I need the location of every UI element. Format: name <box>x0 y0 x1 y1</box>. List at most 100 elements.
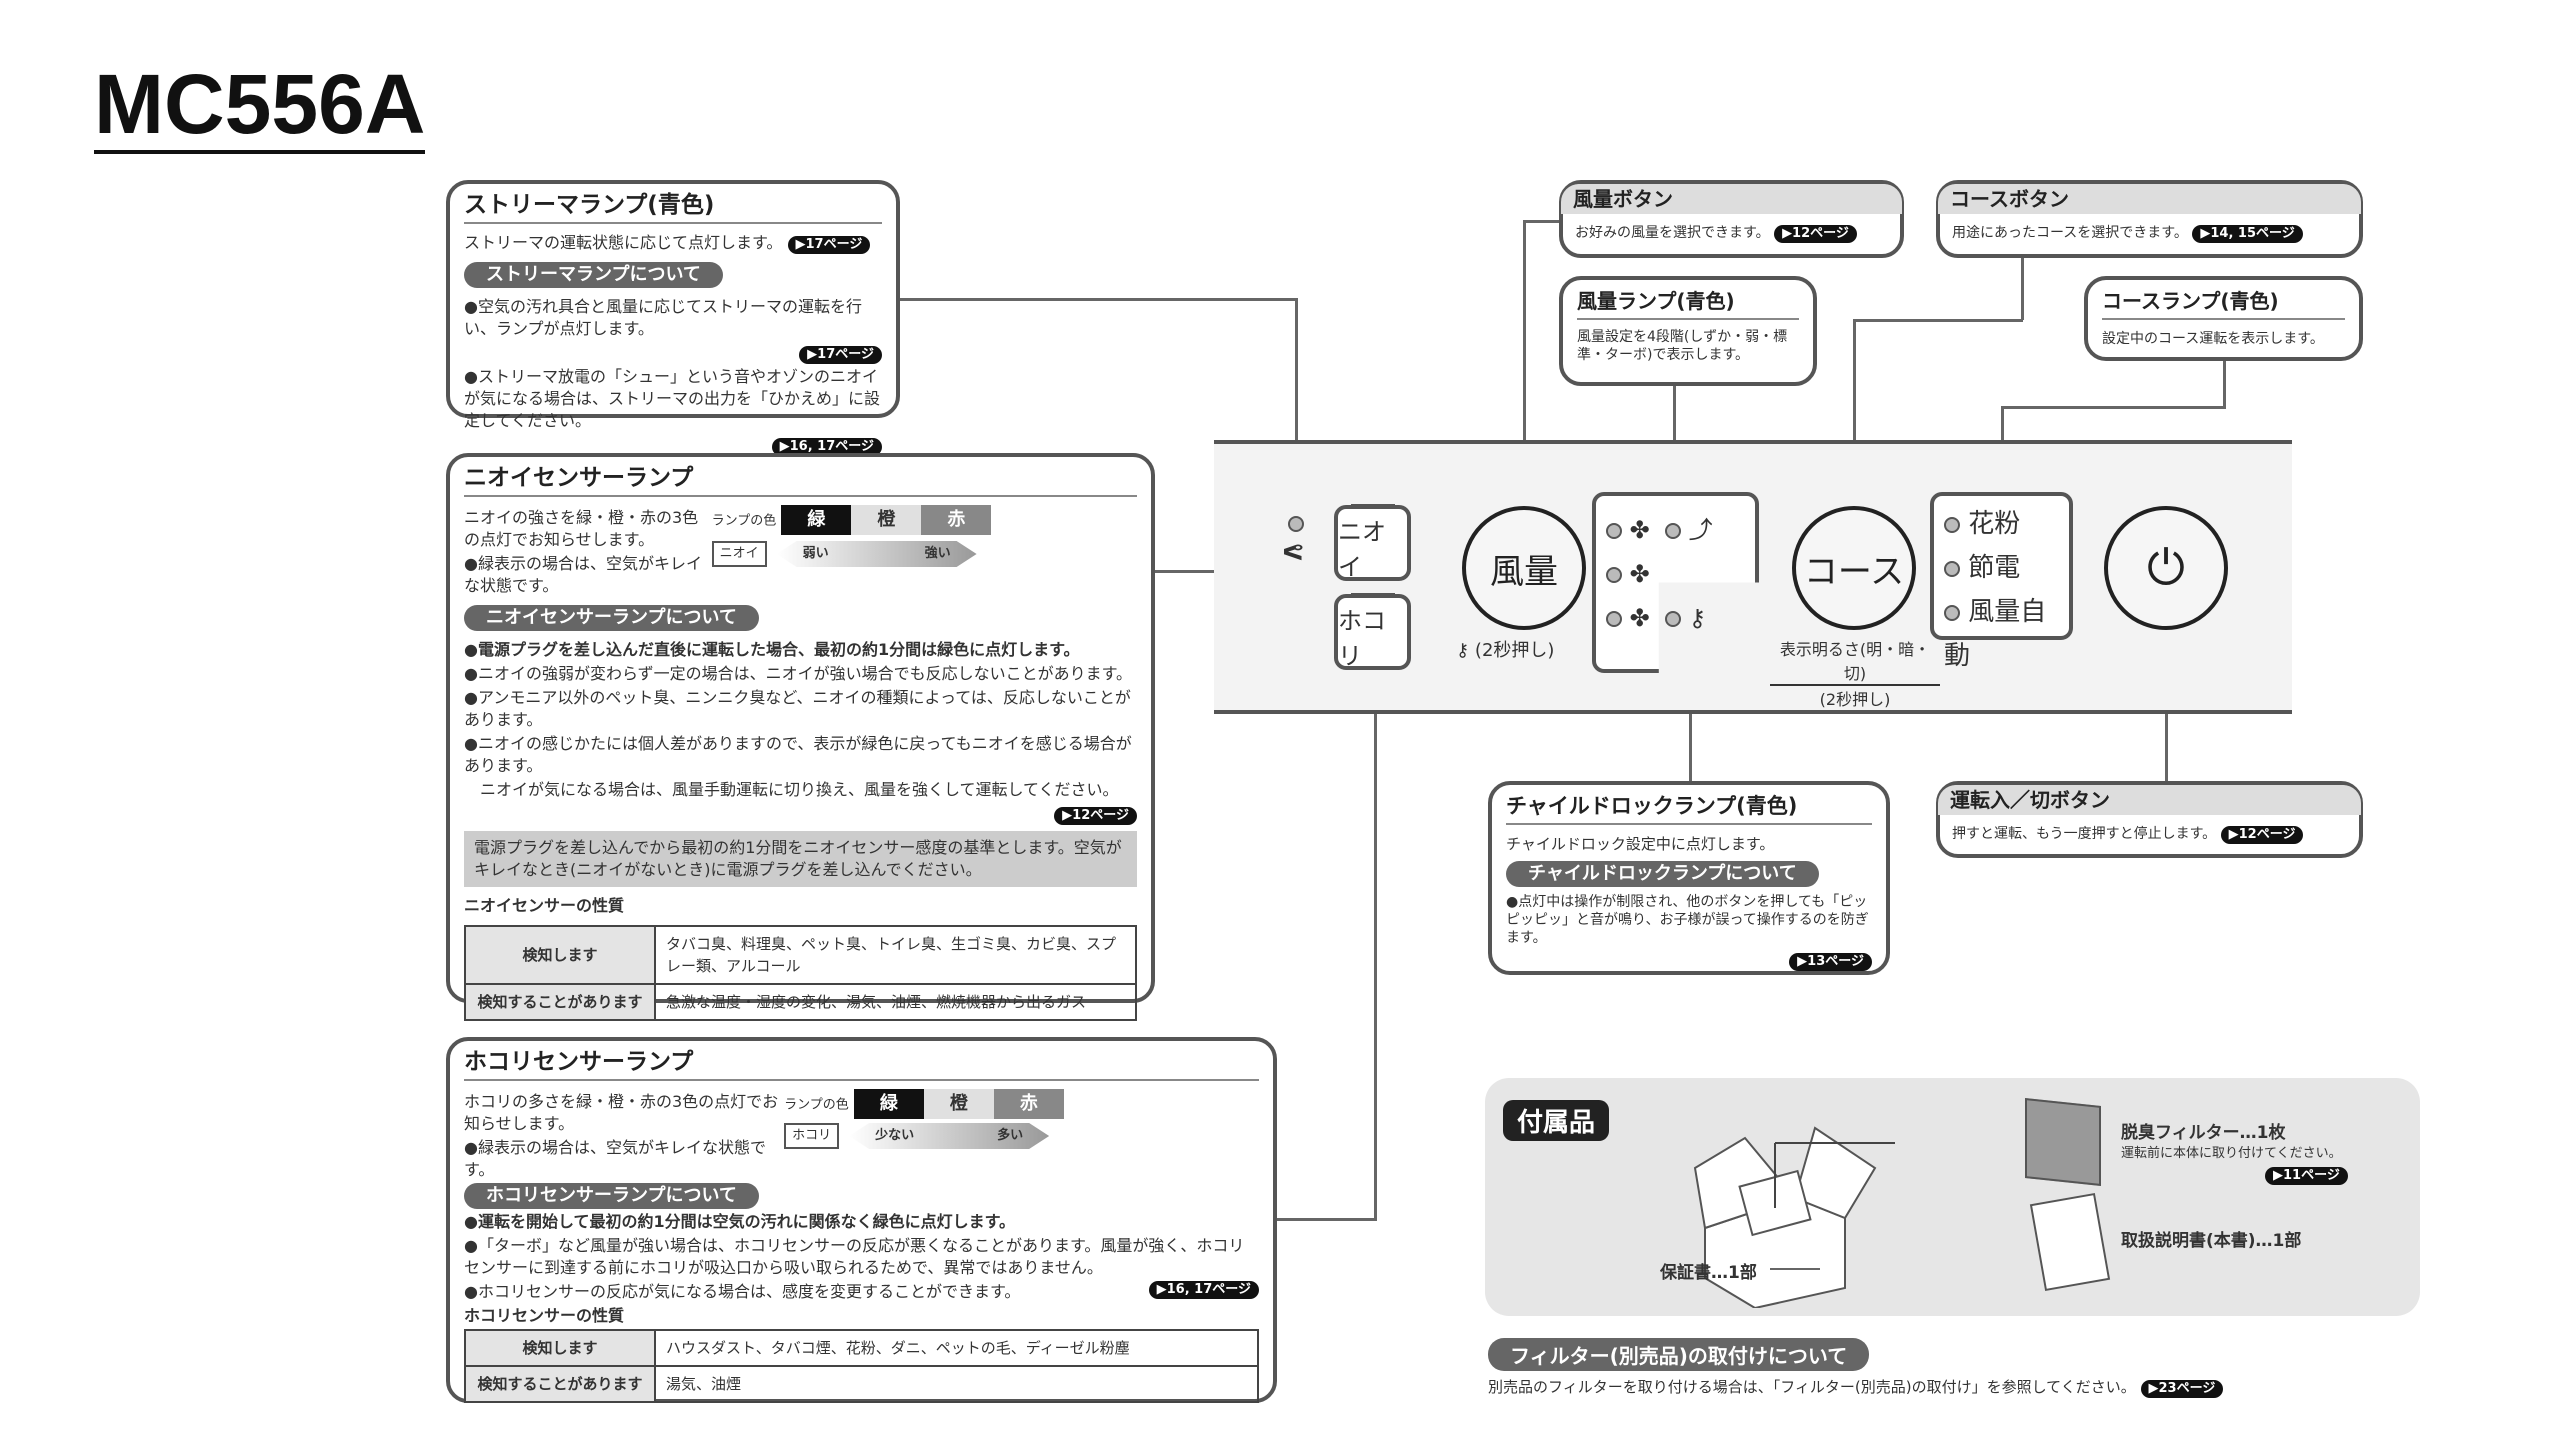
bullet: ●点灯中は操作が制限され、他のボタンを押しても「ピッピッピッ」と音が鳴り、お子様… <box>1506 894 1869 946</box>
bullet: ●「ターボ」など風量が強い場合は、ホコリセンサーの反応が悪くなることがあります。… <box>464 1236 1245 1277</box>
odor-indicator: ニオイ <box>1334 504 1411 581</box>
fan-button-label: 風量 <box>1490 551 1558 592</box>
bullet: ●ニオイの強弱が変わらず一定の場合は、ニオイが強い場合でも反応しないことがありま… <box>464 664 1133 683</box>
child-lock-callout: チャイルドロックランプ(青色) チャイルドロック設定中に点灯します。 チャイルド… <box>1488 781 1890 975</box>
section-pill: ニオイセンサーランプについて <box>464 605 759 631</box>
dust-sensor-callout: ホコリセンサーランプ ホコリの多さを緑・橙・赤の3色の点灯でお知らせします。 ●… <box>446 1037 1277 1403</box>
table-key: 検知することがあります <box>464 983 656 1021</box>
course-led <box>1944 604 1960 621</box>
connector-line <box>1853 319 2023 322</box>
color-green: 緑 <box>781 505 852 535</box>
section-pill: ホコリセンサーランプについて <box>464 1183 759 1209</box>
accessories-panel: 付属品 脱臭フィルター…1枚 運転前に本体に取り付けてください。 ▶11ページ … <box>1485 1078 2420 1316</box>
hold-label: (2秒押し) <box>1819 690 1891 709</box>
table-row: 検知しますタバコ臭、料理臭、ペット臭、トイレ臭、生ゴミ臭、カビ臭、スプレー類、ア… <box>464 925 1137 985</box>
child-lock-hint: ⚷ (2秒押し) <box>1456 636 1554 662</box>
bullet: ●電源プラグを差し込んだ直後に運転した場合、最初の約1分間は緑色に点灯します。 <box>464 640 1080 659</box>
heading: チャイルドロックランプ(青色) <box>1506 795 1872 825</box>
description: 用途にあったコースを選択できます。 <box>1952 225 2188 241</box>
connector-line <box>2001 406 2226 409</box>
section-pill: ストリーマランプについて <box>464 262 723 288</box>
table-key: 検知します <box>464 1329 656 1367</box>
heading: 風量ボタン <box>1561 184 1902 214</box>
course-auto: 風量自動 <box>1944 597 2047 671</box>
connector-line <box>1853 319 1856 506</box>
odor-label: ニオイ <box>1338 518 1386 581</box>
connector-line <box>1295 298 1298 520</box>
page-ref: ▶17ページ <box>799 346 882 364</box>
bullet: ●ストリーマ放電の「シュー」という音やオゾンのニオイが気になる場合は、ストリーマ… <box>464 367 881 430</box>
scale-tag: ホコリ <box>784 1123 840 1149</box>
streamer-icon: ᕙ <box>1282 538 1305 566</box>
connector-line <box>1374 670 1377 1220</box>
description: 設定中のコース運転を表示します。 <box>2102 331 2324 347</box>
hold-label: (2秒押し) <box>1474 640 1555 661</box>
description: 風量設定を4段階(しずか・弱・標準・ターボ)で表示します。 <box>1577 329 1788 363</box>
table-value: ハウスダスト、タバコ煙、花粉、ダニ、ペットの毛、ディーゼル粉塵 <box>654 1329 1259 1367</box>
model-title: MC556A <box>94 58 426 154</box>
connector-line <box>1523 220 1526 506</box>
course-led <box>1944 560 1960 577</box>
page-ref: ▶23ページ <box>2140 1380 2224 1398</box>
color-green: 緑 <box>853 1089 924 1119</box>
accessories-heading: 付属品 <box>1503 1100 1610 1141</box>
description: ニオイの強さを緑・橙・赤の3色の点灯でお知らせします。 <box>464 508 699 549</box>
lamp-color-label: ランプの色 <box>711 513 777 529</box>
table-value: 湯気、油煙 <box>654 1365 1259 1403</box>
power-button-callout: 運転入／切ボタン 押すと運転、もう一度押すと停止します。 ▶12ページ <box>1936 781 2363 858</box>
fan-led <box>1606 523 1622 539</box>
green-note: ●緑表示の場合は、空気がキレイな状態です。 <box>464 554 702 595</box>
fan-lamps: ✤ ⤴ ✤ ✤ ⚷ <box>1606 508 1713 640</box>
scale-low: 少ない <box>875 1128 915 1143</box>
scale-tag: ニオイ <box>711 541 767 567</box>
props-heading: ホコリセンサーの性質 <box>464 1306 625 1325</box>
scale-high: 強い <box>924 546 951 561</box>
streamer-led <box>1288 516 1304 532</box>
heading: ストリーマランプ(青色) <box>464 194 882 224</box>
table-row: 検知しますハウスダスト、タバコ煙、花粉、ダニ、ペットの毛、ディーゼル粉塵 <box>464 1329 1259 1367</box>
scale-arrow: 弱い 強い <box>776 541 977 567</box>
scale-arrow: 少ない多い <box>849 1123 1050 1149</box>
note: 電源プラグを差し込んでから最初の約1分間をニオイセンサー感度の基準とします。空気… <box>464 831 1137 887</box>
course-button[interactable]: コース <box>1792 506 1916 630</box>
page-ref: ▶16, 17ページ <box>1148 1281 1259 1299</box>
turbo-icon: ⤴ <box>1688 516 1713 544</box>
course-pollen: 花粉 <box>1968 509 2021 539</box>
bullet: ●アンモニア以外のペット臭、ニンニク臭など、ニオイの種類によっては、反応しないこ… <box>464 688 1131 729</box>
filter-note: 運転前に本体に取り付けてください。 <box>2121 1146 2342 1161</box>
fan-speed-icon: ✤ <box>1629 604 1650 632</box>
table-key: 検知することがあります <box>464 1365 656 1403</box>
lamp-color-legend: 緑 橙 赤 <box>781 505 992 535</box>
bullet: ●空気の汚れ具合と風量に応じてストリーマの運転を行い、ランプが点灯します。 <box>464 297 862 338</box>
props-heading: ニオイセンサーの性質 <box>464 896 625 915</box>
table-key: 検知します <box>464 925 656 985</box>
fan-led <box>1606 611 1622 627</box>
key-icon: ⚷ <box>1688 604 1707 632</box>
connector-line <box>1277 1218 1377 1221</box>
power-button[interactable]: ⏻ <box>2104 506 2228 630</box>
description: 別売品のフィルターを取り付ける場合は、「フィルター(別売品)の取付け」を参照して… <box>1488 1378 2136 1396</box>
bullet: ●運転を開始して最初の約1分間は空気の汚れに関係なく緑色に点灯します。 <box>464 1212 1016 1231</box>
connector-line <box>2223 361 2226 407</box>
fan-button[interactable]: 風量 <box>1462 506 1586 630</box>
heading: ホコリセンサーランプ <box>464 1051 1259 1081</box>
dust-indicator: ホコリ <box>1334 593 1411 670</box>
odor-sensor-callout: ニオイセンサーランプ ニオイの強さを緑・橙・赤の3色の点灯でお知らせします。 ●… <box>446 453 1155 1021</box>
description: チャイルドロック設定中に点灯します。 <box>1506 835 1775 853</box>
warranty-item: 保証書…1部 <box>1660 1263 1757 1283</box>
filter-item: 脱臭フィルター…1枚 <box>2121 1123 2286 1143</box>
page-ref: ▶13ページ <box>1789 953 1872 971</box>
description: ストリーマの運転状態に応じて点灯します。 <box>464 233 783 252</box>
key-icon: ⚷ <box>1456 640 1470 661</box>
connector-line <box>1524 220 1560 223</box>
course-eco: 節電 <box>1968 553 2021 583</box>
dust-label: ホコリ <box>1338 607 1386 670</box>
page-ref: ▶12ページ <box>1774 225 1857 243</box>
course-lamp-callout: コースランプ(青色) 設定中のコース運転を表示します。 <box>2084 276 2363 361</box>
heading: 運転入／切ボタン <box>1938 785 2361 815</box>
page-ref: ▶14, 15ページ <box>2192 225 2303 243</box>
description: ホコリの多さを緑・橙・赤の3色の点灯でお知らせします。 <box>464 1092 779 1133</box>
scale-low: 弱い <box>802 546 829 561</box>
streamer-lamp-callout: ストリーマランプ(青色) ストリーマの運転状態に応じて点灯します。 ▶17ページ… <box>446 180 900 456</box>
course-led <box>1944 516 1960 533</box>
